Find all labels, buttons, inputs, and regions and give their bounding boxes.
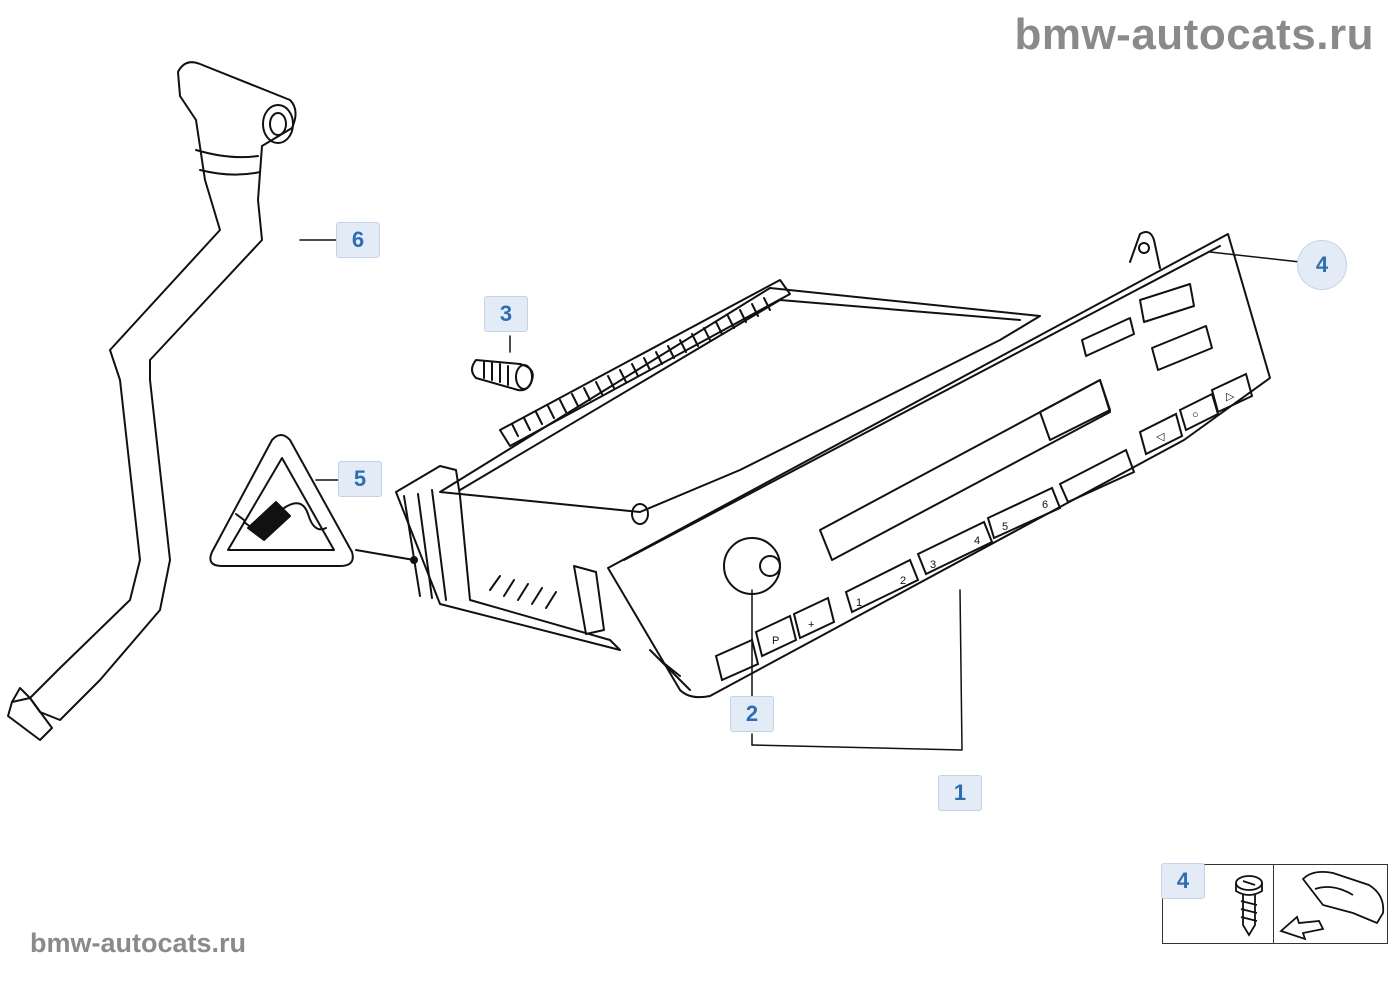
callout-6[interactable]: 6	[336, 222, 380, 258]
screw-inset: 4	[1161, 863, 1388, 944]
p-button-label: P	[772, 635, 779, 647]
preset-button-3-4	[916, 520, 994, 576]
preset-button-group	[714, 372, 1254, 682]
mode-button-label: ○	[1192, 409, 1199, 421]
eject-button	[1138, 412, 1184, 456]
preset-label-6: 6	[1042, 499, 1048, 511]
radio-unit-part	[395, 231, 1271, 699]
preset-label-3: 3	[930, 559, 936, 571]
callout-4-inset[interactable]: 4	[1161, 863, 1205, 899]
mode-button	[1178, 392, 1220, 432]
next-button	[1210, 372, 1254, 414]
inset-divider	[1273, 865, 1274, 943]
preset-button-5-6	[986, 486, 1062, 540]
preset-label-2: 2	[900, 575, 906, 587]
preset-button-1-2	[844, 558, 920, 614]
leader-lines	[299, 239, 1301, 751]
antenna-cable-part	[7, 61, 297, 741]
preset-button-extra	[1058, 448, 1136, 504]
callout-5[interactable]: 5	[338, 461, 382, 497]
knob-part	[471, 359, 534, 392]
callout-2[interactable]: 2	[730, 696, 774, 732]
plus-button	[792, 596, 836, 640]
p-button	[754, 614, 798, 658]
callout-1[interactable]: 1	[938, 775, 982, 811]
callout-4[interactable]: 4	[1297, 240, 1347, 290]
preset-label-5: 5	[1002, 521, 1008, 533]
warning-label-part	[209, 434, 418, 567]
watermark-bottom: bmw-autocats.ru	[30, 928, 247, 958]
next-button-label: ▷	[1226, 391, 1235, 403]
screw-icon	[1235, 870, 1385, 941]
left-lower-button	[714, 638, 760, 682]
preset-label-1: 1	[856, 597, 862, 609]
preset-label-4: 4	[974, 535, 980, 547]
eject-button-label: ◁	[1156, 431, 1165, 443]
plus-button-label: +	[808, 619, 814, 631]
watermark-top: bmw-autocats.ru	[1014, 10, 1374, 59]
callout-3[interactable]: 3	[484, 296, 528, 332]
